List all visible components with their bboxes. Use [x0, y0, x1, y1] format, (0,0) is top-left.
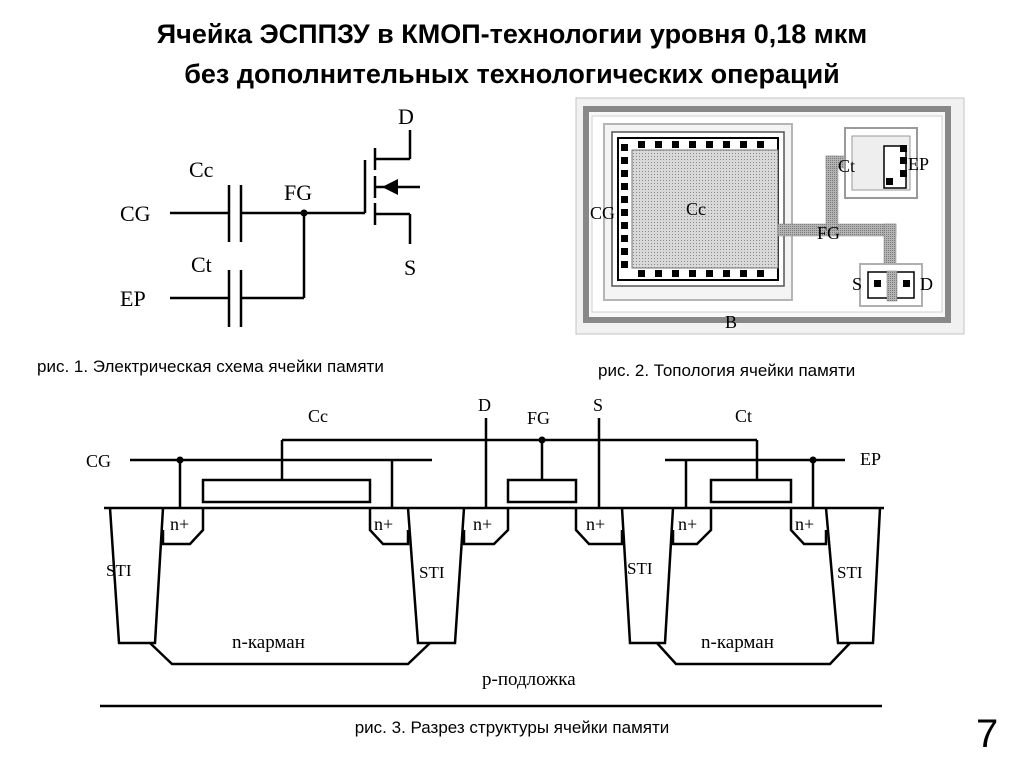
contact-square	[672, 270, 679, 277]
fig3-label-cc: Cc	[308, 406, 328, 426]
fig2-topology	[575, 97, 965, 335]
n-plus-label-5: n+	[678, 514, 697, 534]
fig2-label-fg: FG	[817, 223, 840, 243]
nwell-label-2: n-карман	[701, 632, 774, 653]
fig1-schematic	[170, 130, 420, 327]
contact-square	[621, 183, 628, 190]
fig2-label-s: S	[852, 274, 862, 294]
fig3-label-d: D	[478, 395, 491, 415]
contact-square	[655, 270, 662, 277]
fig2-label-d: D	[920, 274, 933, 294]
sti-label-4: STI	[837, 563, 863, 582]
page-number: 7	[976, 712, 999, 756]
sti-label-3: STI	[627, 559, 653, 578]
fig2-label-ep: EP	[908, 154, 929, 174]
fig2-label-cg: CG	[590, 203, 615, 223]
fig3-label-ct: Ct	[735, 406, 752, 426]
contact-square	[672, 141, 679, 148]
contact-square	[621, 222, 628, 229]
contact-square	[621, 196, 628, 203]
contact-square	[689, 141, 696, 148]
contact-square	[621, 235, 628, 242]
contact-square	[621, 170, 628, 177]
contact-square	[723, 270, 730, 277]
n-plus-label-2: n+	[374, 514, 393, 534]
fig2-label-b: B	[725, 312, 737, 332]
n-plus-label-1: n+	[170, 514, 189, 534]
slide-title: Ячейка ЭСППЗУ в КМОП-технологии уровня 0…	[0, 14, 1024, 94]
fig3-label-s: S	[593, 395, 603, 415]
cg-junction-dot	[176, 456, 184, 464]
contact-square	[621, 144, 628, 151]
psub-label: p-подложка	[482, 669, 576, 690]
contact-square	[706, 270, 713, 277]
fig1-label-s: S	[404, 255, 416, 280]
fig1-label-ct: Ct	[191, 252, 212, 277]
fig1-label-fg: FG	[284, 180, 312, 205]
fig2-caption: рис. 2. Топология ячейки памяти	[598, 361, 856, 380]
contact-square	[621, 157, 628, 164]
fig1-label-ep: EP	[120, 286, 146, 311]
fg-junction-dot-3	[538, 436, 546, 444]
body-arrow-icon	[382, 179, 398, 195]
sti-label-1: STI	[106, 561, 132, 580]
contact-square	[689, 270, 696, 277]
fig3-label-cg: CG	[86, 451, 111, 471]
contact-square	[621, 261, 628, 268]
fig1-label-d: D	[398, 104, 414, 129]
fig3-cross-section	[100, 418, 884, 708]
fig2-label-cc: Cc	[686, 199, 706, 219]
contact-square	[655, 141, 662, 148]
n-plus-label-3: n+	[473, 514, 492, 534]
fig1-caption: рис. 1. Электрическая схема ячейки памят…	[37, 357, 384, 376]
nwell-label-1: n-карман	[232, 632, 305, 653]
fig2-label-ct: Ct	[838, 156, 855, 176]
contact-square	[621, 248, 628, 255]
n-plus-label-6: n+	[795, 514, 814, 534]
fig2-contact-squares	[621, 141, 764, 277]
contact-square	[740, 141, 747, 148]
contact-square	[706, 141, 713, 148]
contact-square	[621, 209, 628, 216]
contact-square	[757, 270, 764, 277]
ep-junction-dot	[809, 456, 817, 464]
contact-square	[638, 270, 645, 277]
fig3-caption: рис. 3. Разрез структуры ячейки памяти	[354, 718, 670, 737]
contact-square	[740, 270, 747, 277]
fig1-label-cc: Cc	[189, 157, 214, 182]
fig3-label-fg: FG	[527, 408, 550, 428]
fig1-label-cg: CG	[120, 201, 151, 226]
contact-square	[638, 141, 645, 148]
contact-square	[757, 141, 764, 148]
contact-square	[723, 141, 730, 148]
title-line-1: Ячейка ЭСППЗУ в КМОП-технологии уровня 0…	[156, 19, 868, 49]
sti-label-2: STI	[419, 563, 445, 582]
fig3-label-ep: EP	[860, 449, 881, 469]
fg-junction-dot	[300, 209, 308, 217]
title-line-2: без дополнительных технологических опера…	[184, 59, 840, 89]
n-plus-label-4: n+	[586, 514, 605, 534]
